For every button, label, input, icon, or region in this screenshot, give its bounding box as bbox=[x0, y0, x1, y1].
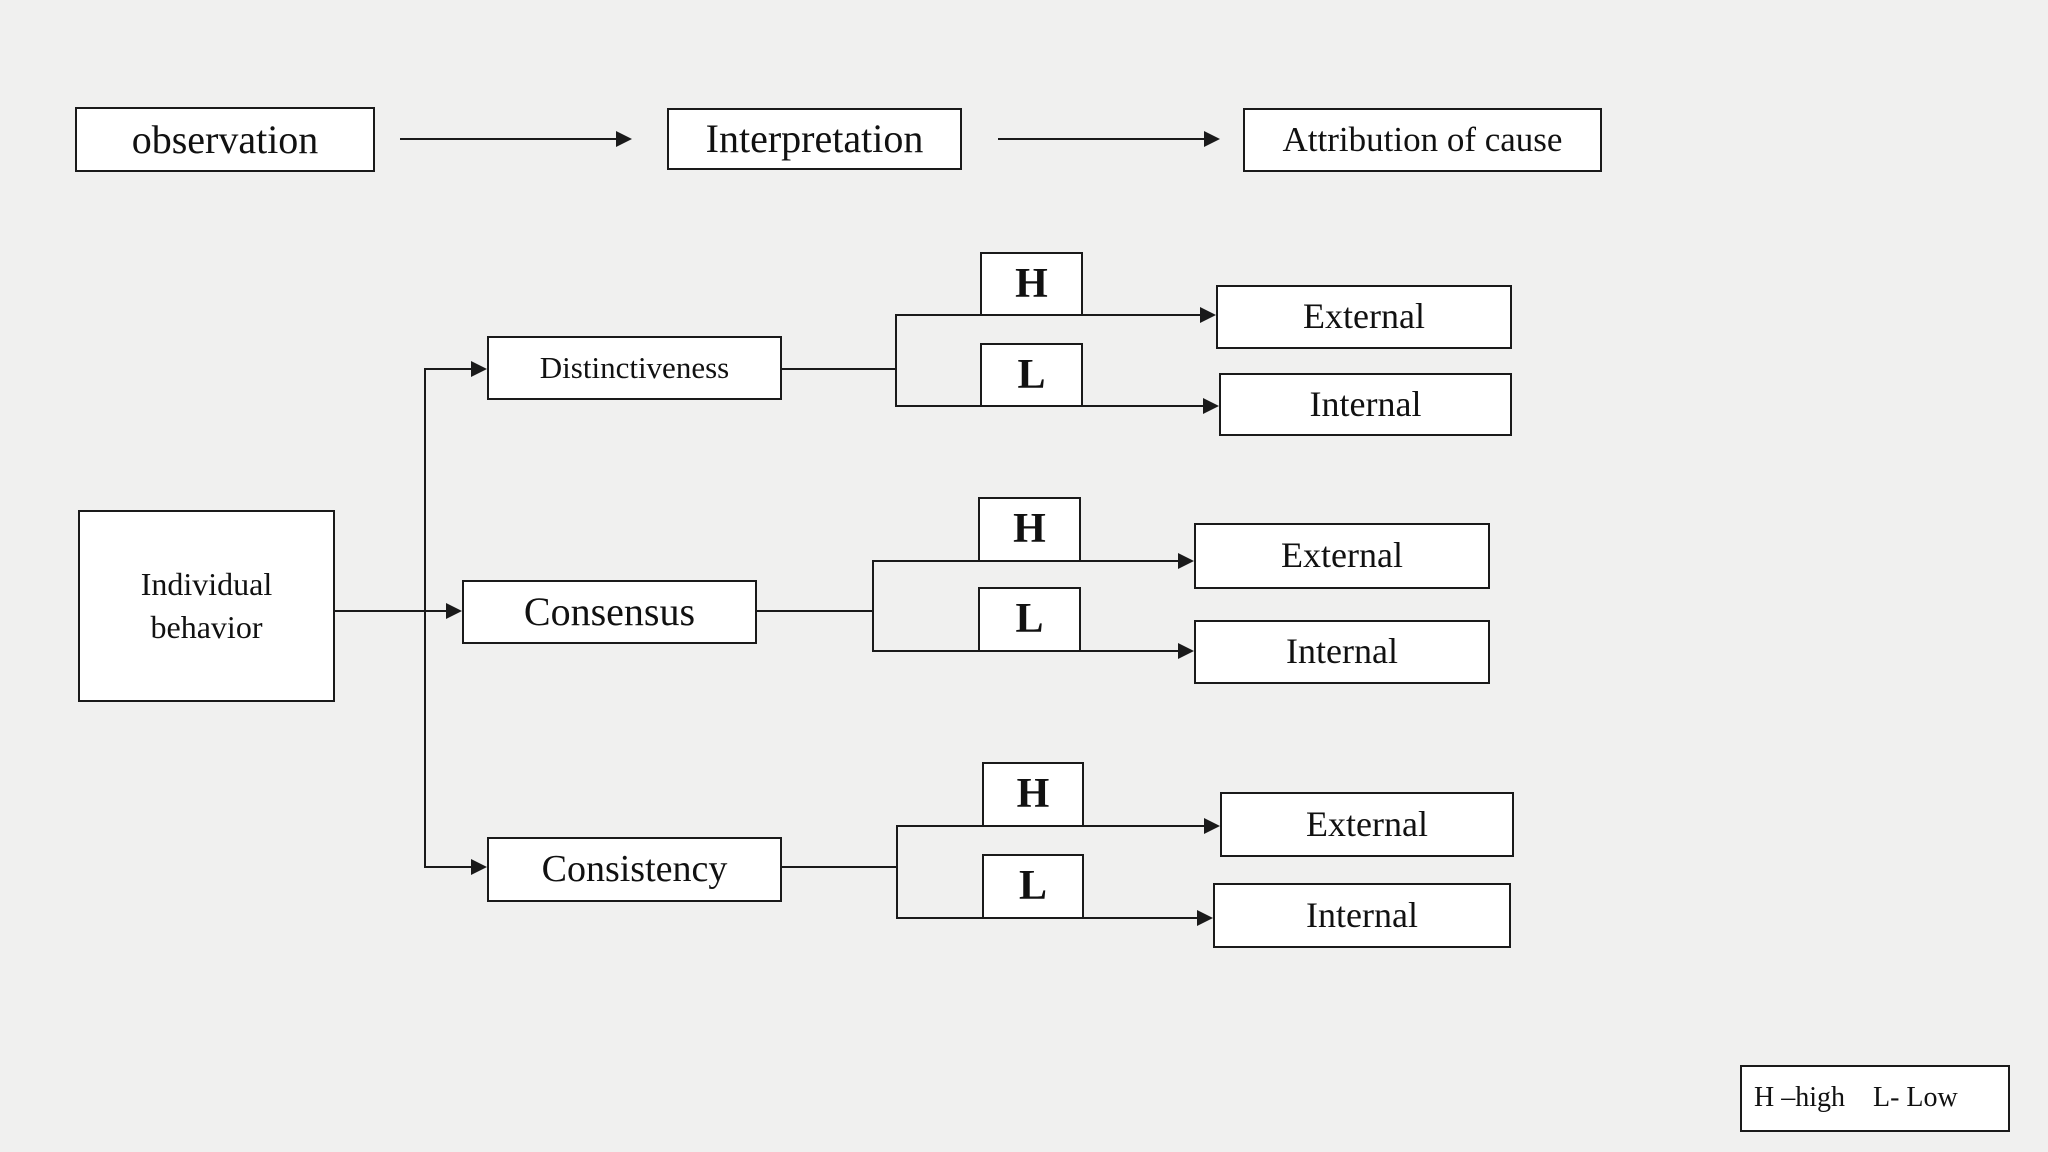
internal-outcome-box: Internal bbox=[1194, 620, 1490, 684]
attribution-of-cause-box: Attribution of cause bbox=[1243, 108, 1602, 172]
arrowhead-icon bbox=[616, 131, 632, 147]
external-outcome-box: External bbox=[1216, 285, 1512, 349]
individual-behavior-label: Individual behavior bbox=[140, 565, 273, 645]
consistency-box: Consistency bbox=[487, 837, 782, 902]
high-tag-box: H bbox=[982, 762, 1084, 827]
arrowhead-icon bbox=[1204, 131, 1220, 147]
consensus-fork-connector bbox=[757, 610, 874, 612]
high-tag-box: H bbox=[980, 252, 1083, 316]
branch-vertical-line bbox=[424, 368, 426, 868]
arrowhead-icon bbox=[1200, 307, 1216, 323]
arrow-interpretation-to-attribution bbox=[998, 138, 1204, 140]
internal-outcome-box: Internal bbox=[1213, 883, 1511, 948]
consistency-fork-vertical bbox=[896, 825, 898, 919]
arrowhead-icon bbox=[471, 361, 487, 377]
arrowhead-icon bbox=[1204, 818, 1220, 834]
arrowhead-icon bbox=[446, 603, 462, 619]
arrowhead-icon bbox=[1178, 643, 1194, 659]
connector-to-consistency bbox=[424, 866, 471, 868]
consensus-box: Consensus bbox=[462, 580, 757, 644]
low-tag-box: L bbox=[980, 343, 1083, 407]
internal-outcome-box: Internal bbox=[1219, 373, 1512, 436]
interpretation-box: Interpretation bbox=[667, 108, 962, 170]
external-outcome-box: External bbox=[1220, 792, 1514, 857]
distinctiveness-fork-vertical bbox=[895, 314, 897, 407]
distinctiveness-fork-connector bbox=[782, 368, 897, 370]
low-tag-box: L bbox=[978, 587, 1081, 652]
arrow-observation-to-interpretation bbox=[400, 138, 616, 140]
connector-to-distinctiveness bbox=[424, 368, 471, 370]
high-tag-box: H bbox=[978, 497, 1081, 562]
low-tag-box: L bbox=[982, 854, 1084, 919]
consistency-fork-connector bbox=[782, 866, 898, 868]
consensus-fork-vertical bbox=[872, 560, 874, 652]
connector-individual-to-consensus bbox=[335, 610, 446, 612]
external-outcome-box: External bbox=[1194, 523, 1490, 589]
individual-behavior-box: Individual behavior bbox=[78, 510, 335, 702]
legend-box: H –high L- Low bbox=[1740, 1065, 2010, 1132]
observation-box: observation bbox=[75, 107, 375, 172]
arrowhead-icon bbox=[1178, 553, 1194, 569]
arrowhead-icon bbox=[471, 859, 487, 875]
distinctiveness-box: Distinctiveness bbox=[487, 336, 782, 400]
arrowhead-icon bbox=[1203, 398, 1219, 414]
arrowhead-icon bbox=[1197, 910, 1213, 926]
